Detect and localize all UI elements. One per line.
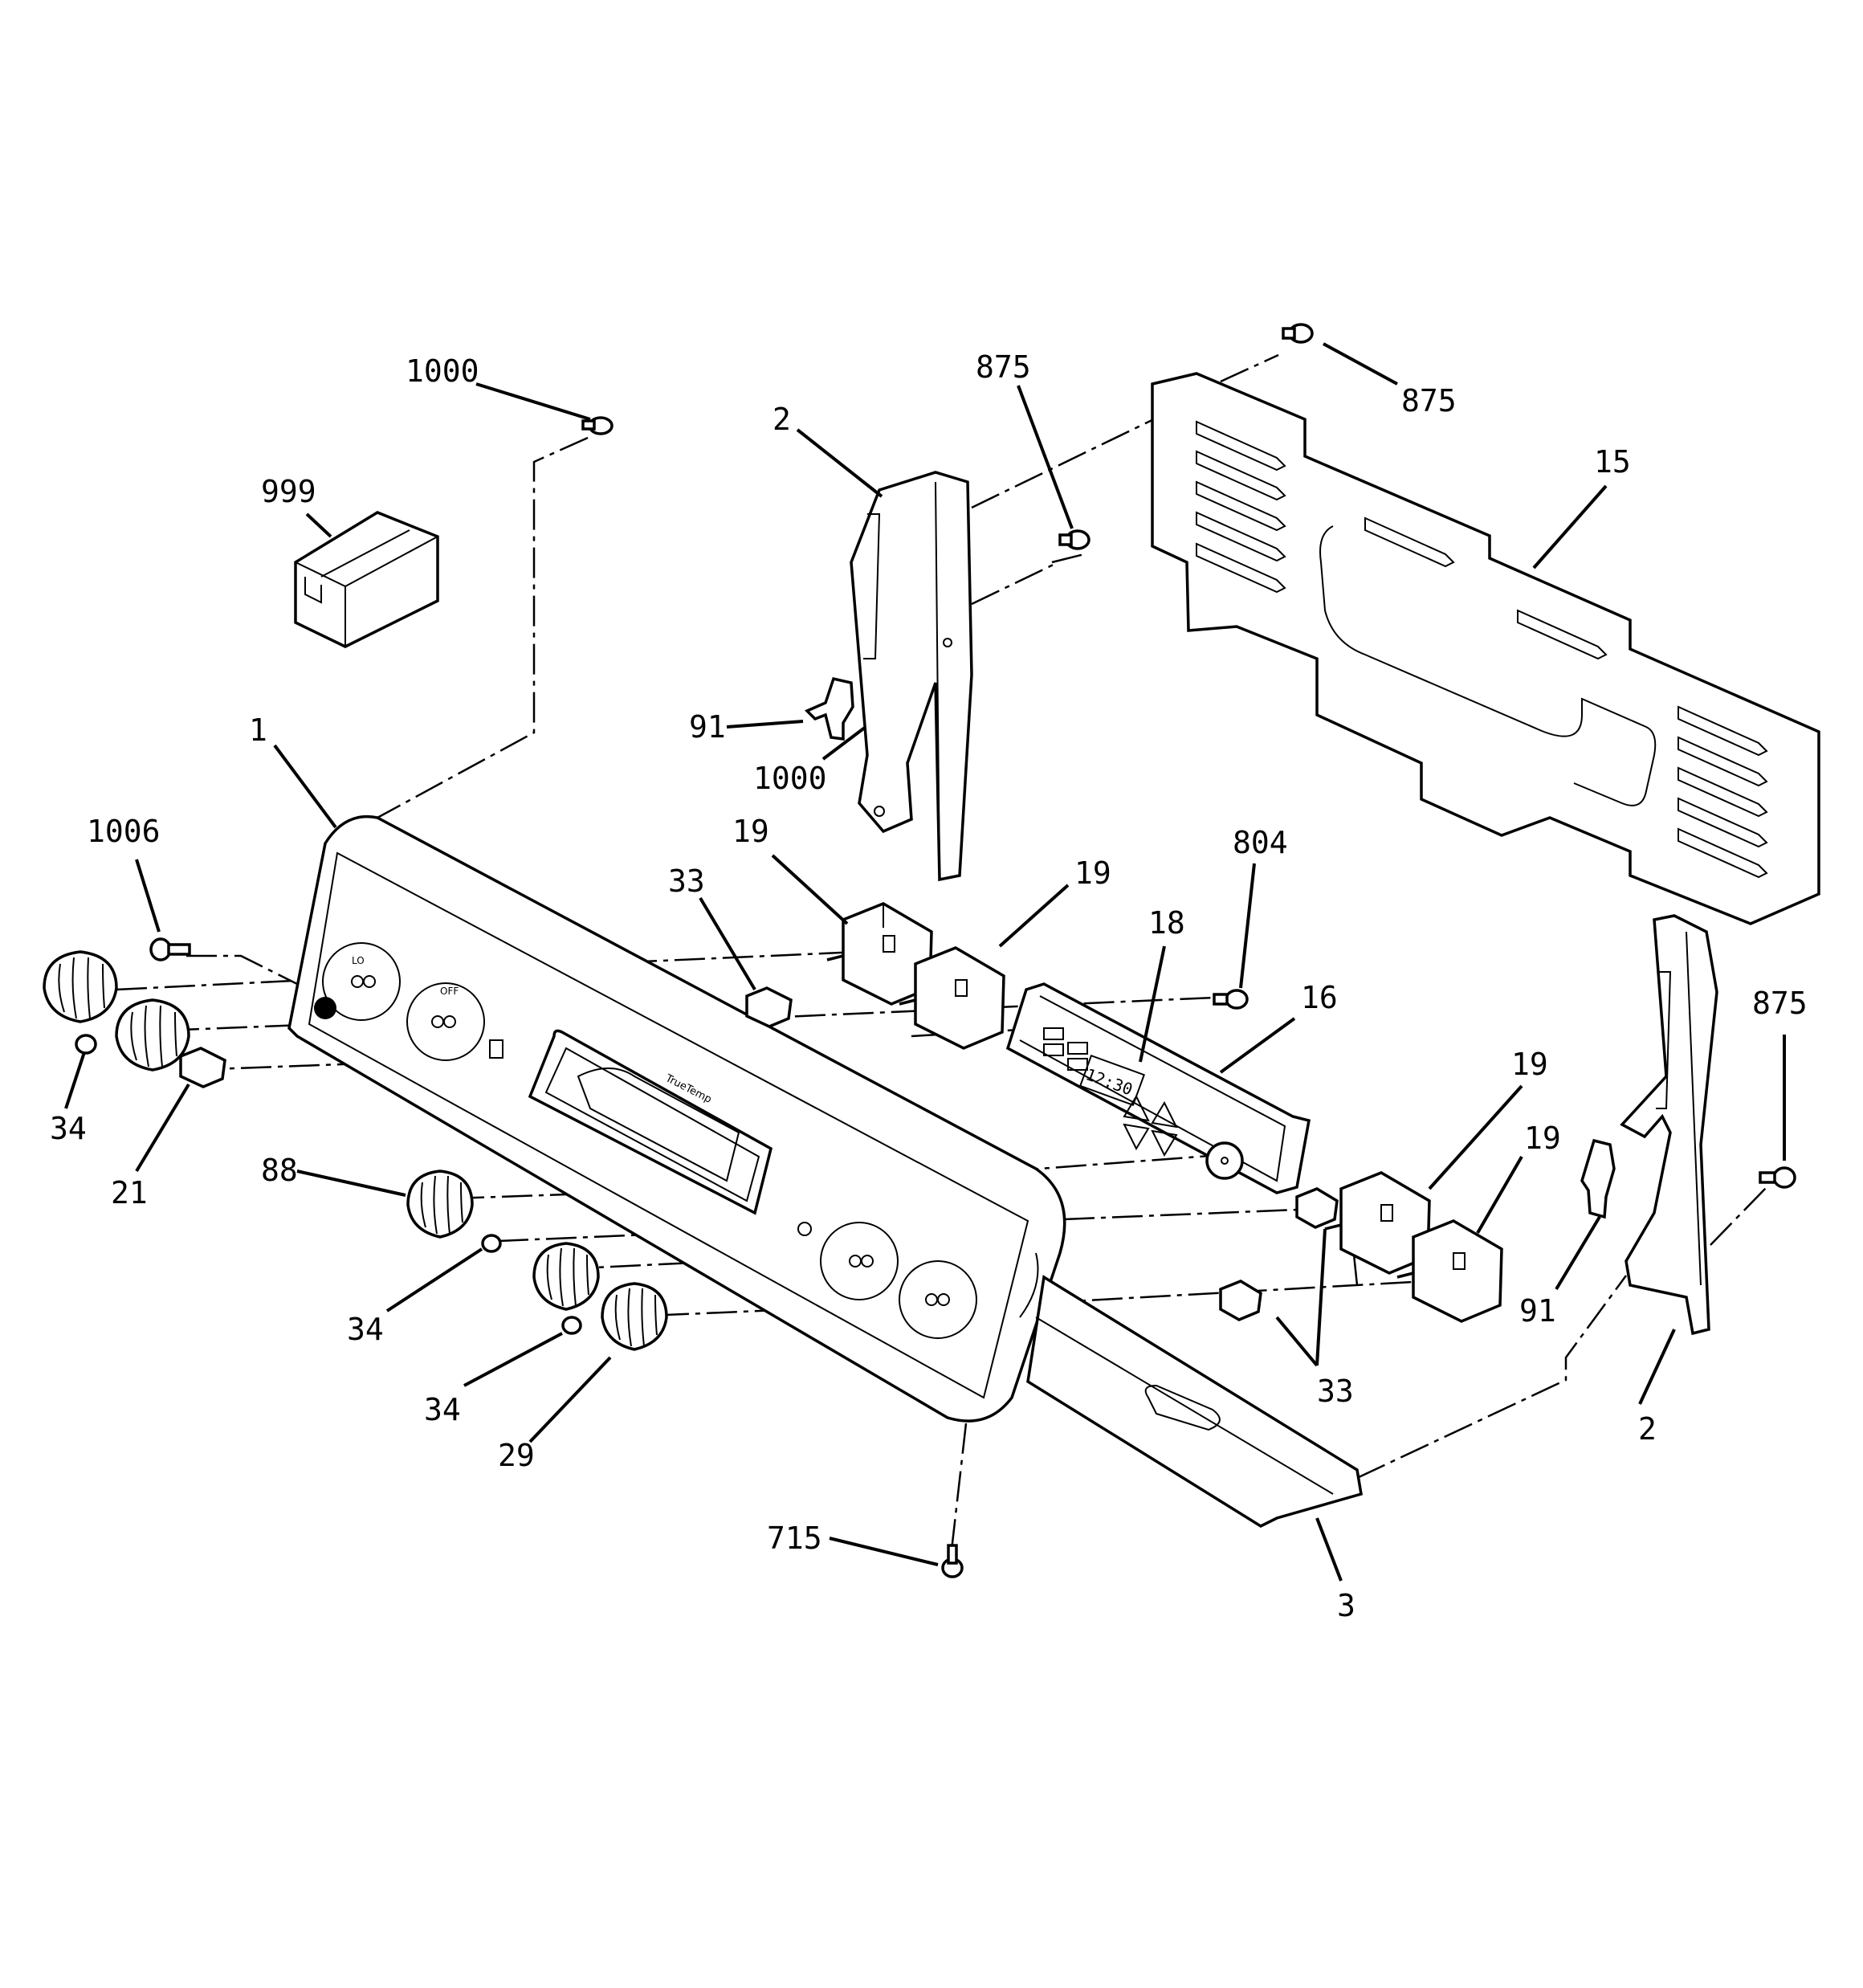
callout-21: 21 — [111, 1175, 148, 1210]
knob-29 — [601, 1282, 668, 1351]
part-2-side-bracket-right — [1620, 914, 1718, 1336]
screw-1000-top — [581, 416, 614, 435]
callout-34-mid: 34 — [347, 1312, 384, 1347]
callout-19-c: 19 — [1511, 1047, 1548, 1082]
callout-91-left: 91 — [689, 709, 726, 745]
knob-upper-2 — [115, 998, 190, 1072]
panel-lo-text: LO — [352, 955, 365, 966]
callout-2-bottom: 2 — [1638, 1411, 1657, 1447]
callout-715: 715 — [767, 1521, 822, 1556]
part-999-box — [294, 511, 439, 648]
callout-33-top: 33 — [668, 863, 705, 899]
callout-19-b: 19 — [1074, 855, 1111, 891]
callout-88: 88 — [261, 1153, 298, 1188]
callout-19-d: 19 — [1524, 1121, 1561, 1156]
switch-19-a — [826, 902, 933, 1006]
part-16-control-board: 12:30 — [1005, 982, 1311, 1194]
part-15-rear-shield — [1151, 372, 1820, 925]
shield-louvres-mid — [1364, 516, 1608, 660]
callout-33-bottom: 33 — [1317, 1374, 1354, 1409]
callout-875-right: 875 — [1752, 986, 1808, 1021]
part-19-switches — [826, 902, 1503, 1323]
callout-91-right: 91 — [1519, 1293, 1556, 1329]
knobs — [43, 950, 668, 1351]
knob-upper-1 — [43, 950, 118, 1023]
part-2-side-bracket-left — [850, 471, 973, 882]
callout-16: 16 — [1301, 980, 1338, 1015]
screw-715 — [941, 1544, 964, 1578]
callout-804: 804 — [1233, 825, 1288, 860]
callout-15: 15 — [1594, 444, 1631, 480]
callout-labels: 1000 999 2 875 875 15 91 1000 1 1006 19 … — [50, 349, 1808, 1623]
panel-off-text: OFF — [440, 986, 459, 997]
knob-88 — [406, 1170, 474, 1239]
callout-34-left: 34 — [50, 1111, 87, 1146]
callout-1: 1 — [249, 712, 267, 748]
switch-19-d — [1396, 1219, 1503, 1323]
callout-2-top: 2 — [773, 402, 791, 437]
screw-875-right — [1759, 1166, 1796, 1189]
callout-19-a: 19 — [732, 814, 769, 849]
callout-18: 18 — [1148, 905, 1185, 941]
screw-1006 — [149, 937, 191, 961]
callout-1006: 1006 — [87, 814, 161, 849]
part-21-lamp — [179, 1047, 226, 1088]
part-91-clip-left — [804, 676, 854, 741]
part-91-clip-right — [1580, 1138, 1616, 1219]
part-33-lamps — [745, 986, 1339, 1321]
callout-1000-top: 1000 — [406, 353, 479, 389]
screw-804 — [1213, 989, 1249, 1010]
leader-lines — [64, 342, 1786, 1582]
switch-19-b — [899, 946, 1005, 1050]
callout-1000-mid: 1000 — [753, 761, 827, 796]
part-1-backguard-panel: TrueTemp LO OFF — [287, 814, 1066, 1423]
callout-34-bottom: 34 — [424, 1392, 461, 1427]
callout-875-top: 875 — [976, 349, 1031, 385]
callout-3: 3 — [1337, 1588, 1355, 1623]
shield-louvres-left — [1196, 420, 1286, 594]
callout-999: 999 — [261, 474, 316, 509]
shield-louvres-right — [1678, 705, 1768, 879]
callout-29: 29 — [498, 1438, 535, 1473]
screw-875-right-top — [1282, 323, 1314, 344]
callout-875-right-top: 875 — [1401, 383, 1457, 418]
part-34-clips — [75, 1034, 582, 1335]
part-3-lower-trim — [1026, 1275, 1363, 1529]
screw-875-top — [1058, 529, 1090, 550]
knob-lower-1 — [532, 1242, 600, 1311]
